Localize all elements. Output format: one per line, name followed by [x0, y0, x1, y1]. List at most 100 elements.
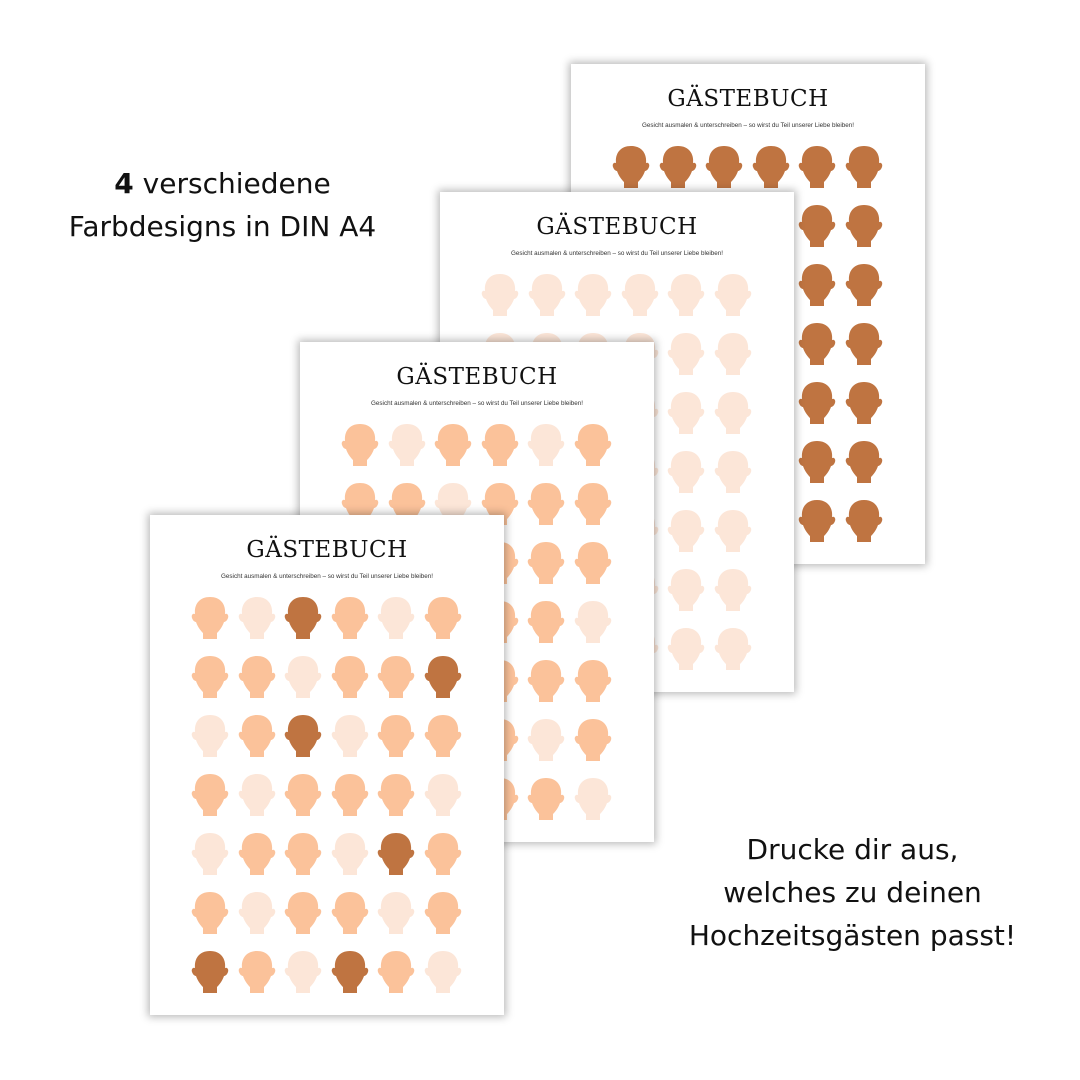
face-outline-icon — [666, 390, 706, 434]
face-outline-icon — [237, 949, 277, 993]
face-outline-icon — [283, 772, 323, 816]
face-outline-icon — [330, 654, 370, 698]
caption-number: 4 — [114, 167, 134, 200]
face-outline-icon — [573, 599, 613, 643]
page-subtitle: Gesicht ausmalen & unterschreiben – so w… — [511, 250, 723, 257]
face-outline-icon — [658, 144, 698, 188]
face-outline-icon — [573, 658, 613, 702]
face-outline-icon — [387, 422, 427, 466]
face-outline-icon — [433, 481, 473, 525]
face-outline-icon — [797, 380, 837, 424]
face-outline-icon — [283, 654, 323, 698]
face-outline-icon — [376, 595, 416, 639]
face-outline-icon — [666, 508, 706, 552]
face-outline-icon — [330, 890, 370, 934]
face-outline-icon — [666, 449, 706, 493]
face-outline-icon — [751, 144, 791, 188]
face-outline-icon — [330, 949, 370, 993]
face-outline-icon — [573, 422, 613, 466]
face-outline-icon — [423, 772, 463, 816]
face-outline-icon — [666, 272, 706, 316]
caption-text: Hochzeitsgästen passt! — [688, 919, 1017, 952]
face-outline-icon — [423, 831, 463, 875]
face-outline-icon — [573, 776, 613, 820]
face-outline-icon — [190, 772, 230, 816]
face-outline-icon — [283, 713, 323, 757]
face-outline-icon — [526, 481, 566, 525]
face-outline-icon — [237, 772, 277, 816]
face-outline-icon — [527, 272, 567, 316]
face-outline-icon — [713, 626, 753, 670]
face-outline-icon — [480, 481, 520, 525]
face-outline-icon — [340, 422, 380, 466]
page-title: GÄSTEBUCH — [667, 86, 829, 112]
face-outline-icon — [666, 626, 706, 670]
face-outline-icon — [376, 713, 416, 757]
guestbook-page-mixed: GÄSTEBUCH Gesicht ausmalen & unterschrei… — [150, 515, 504, 1015]
face-outline-icon — [704, 144, 744, 188]
face-outline-icon — [190, 890, 230, 934]
face-outline-icon — [283, 949, 323, 993]
face-outline-icon — [526, 422, 566, 466]
face-outline-icon — [283, 831, 323, 875]
face-outline-icon — [330, 772, 370, 816]
face-outline-icon — [844, 144, 884, 188]
face-outline-icon — [376, 831, 416, 875]
face-outline-icon — [573, 481, 613, 525]
caption-text: welches zu deinen — [723, 876, 982, 909]
face-outline-icon — [713, 390, 753, 434]
face-outline-icon — [797, 203, 837, 247]
face-outline-icon — [573, 717, 613, 761]
page-subtitle: Gesicht ausmalen & unterschreiben – so w… — [221, 573, 433, 580]
face-outline-icon — [713, 331, 753, 375]
caption-text: Drucke dir aus, — [746, 833, 959, 866]
face-outline-icon — [611, 144, 651, 188]
face-outline-icon — [376, 654, 416, 698]
page-subtitle: Gesicht ausmalen & unterschreiben – so w… — [642, 122, 854, 129]
face-outline-icon — [237, 713, 277, 757]
face-outline-icon — [844, 380, 884, 424]
face-outline-icon — [573, 272, 613, 316]
face-outline-icon — [797, 262, 837, 306]
caption-left: 4 verschiedene Farbdesigns in DIN A4 — [40, 162, 405, 248]
face-outline-icon — [526, 540, 566, 584]
face-outline-icon — [844, 203, 884, 247]
face-outline-icon — [526, 776, 566, 820]
caption-text: Farbdesigns in DIN A4 — [68, 210, 377, 243]
page-title: GÄSTEBUCH — [246, 537, 408, 563]
face-outline-icon — [330, 713, 370, 757]
face-outline-icon — [190, 831, 230, 875]
face-outline-icon — [573, 540, 613, 584]
face-outline-icon — [283, 890, 323, 934]
face-outline-icon — [190, 595, 230, 639]
face-outline-icon — [237, 654, 277, 698]
face-outline-icon — [526, 717, 566, 761]
face-outline-icon — [237, 831, 277, 875]
face-outline-icon — [423, 595, 463, 639]
face-outline-icon — [190, 949, 230, 993]
face-outline-icon — [330, 831, 370, 875]
face-outline-icon — [433, 422, 473, 466]
face-outline-icon — [713, 272, 753, 316]
caption-right: Drucke dir aus, welches zu deinen Hochze… — [660, 828, 1045, 957]
face-outline-icon — [844, 262, 884, 306]
face-outline-icon — [423, 713, 463, 757]
face-outline-icon — [387, 481, 427, 525]
face-outline-icon — [713, 449, 753, 493]
face-outline-icon — [480, 272, 520, 316]
face-outline-icon — [376, 949, 416, 993]
face-outline-icon — [480, 422, 520, 466]
face-outline-icon — [330, 595, 370, 639]
face-outline-icon — [376, 890, 416, 934]
page-subtitle: Gesicht ausmalen & unterschreiben – so w… — [371, 400, 583, 407]
face-outline-icon — [526, 658, 566, 702]
face-outline-icon — [797, 321, 837, 365]
face-outline-icon — [844, 439, 884, 483]
face-outline-icon — [844, 321, 884, 365]
face-outline-icon — [713, 567, 753, 611]
face-outline-icon — [190, 713, 230, 757]
face-outline-icon — [666, 567, 706, 611]
face-outline-icon — [797, 439, 837, 483]
face-outline-icon — [797, 498, 837, 542]
